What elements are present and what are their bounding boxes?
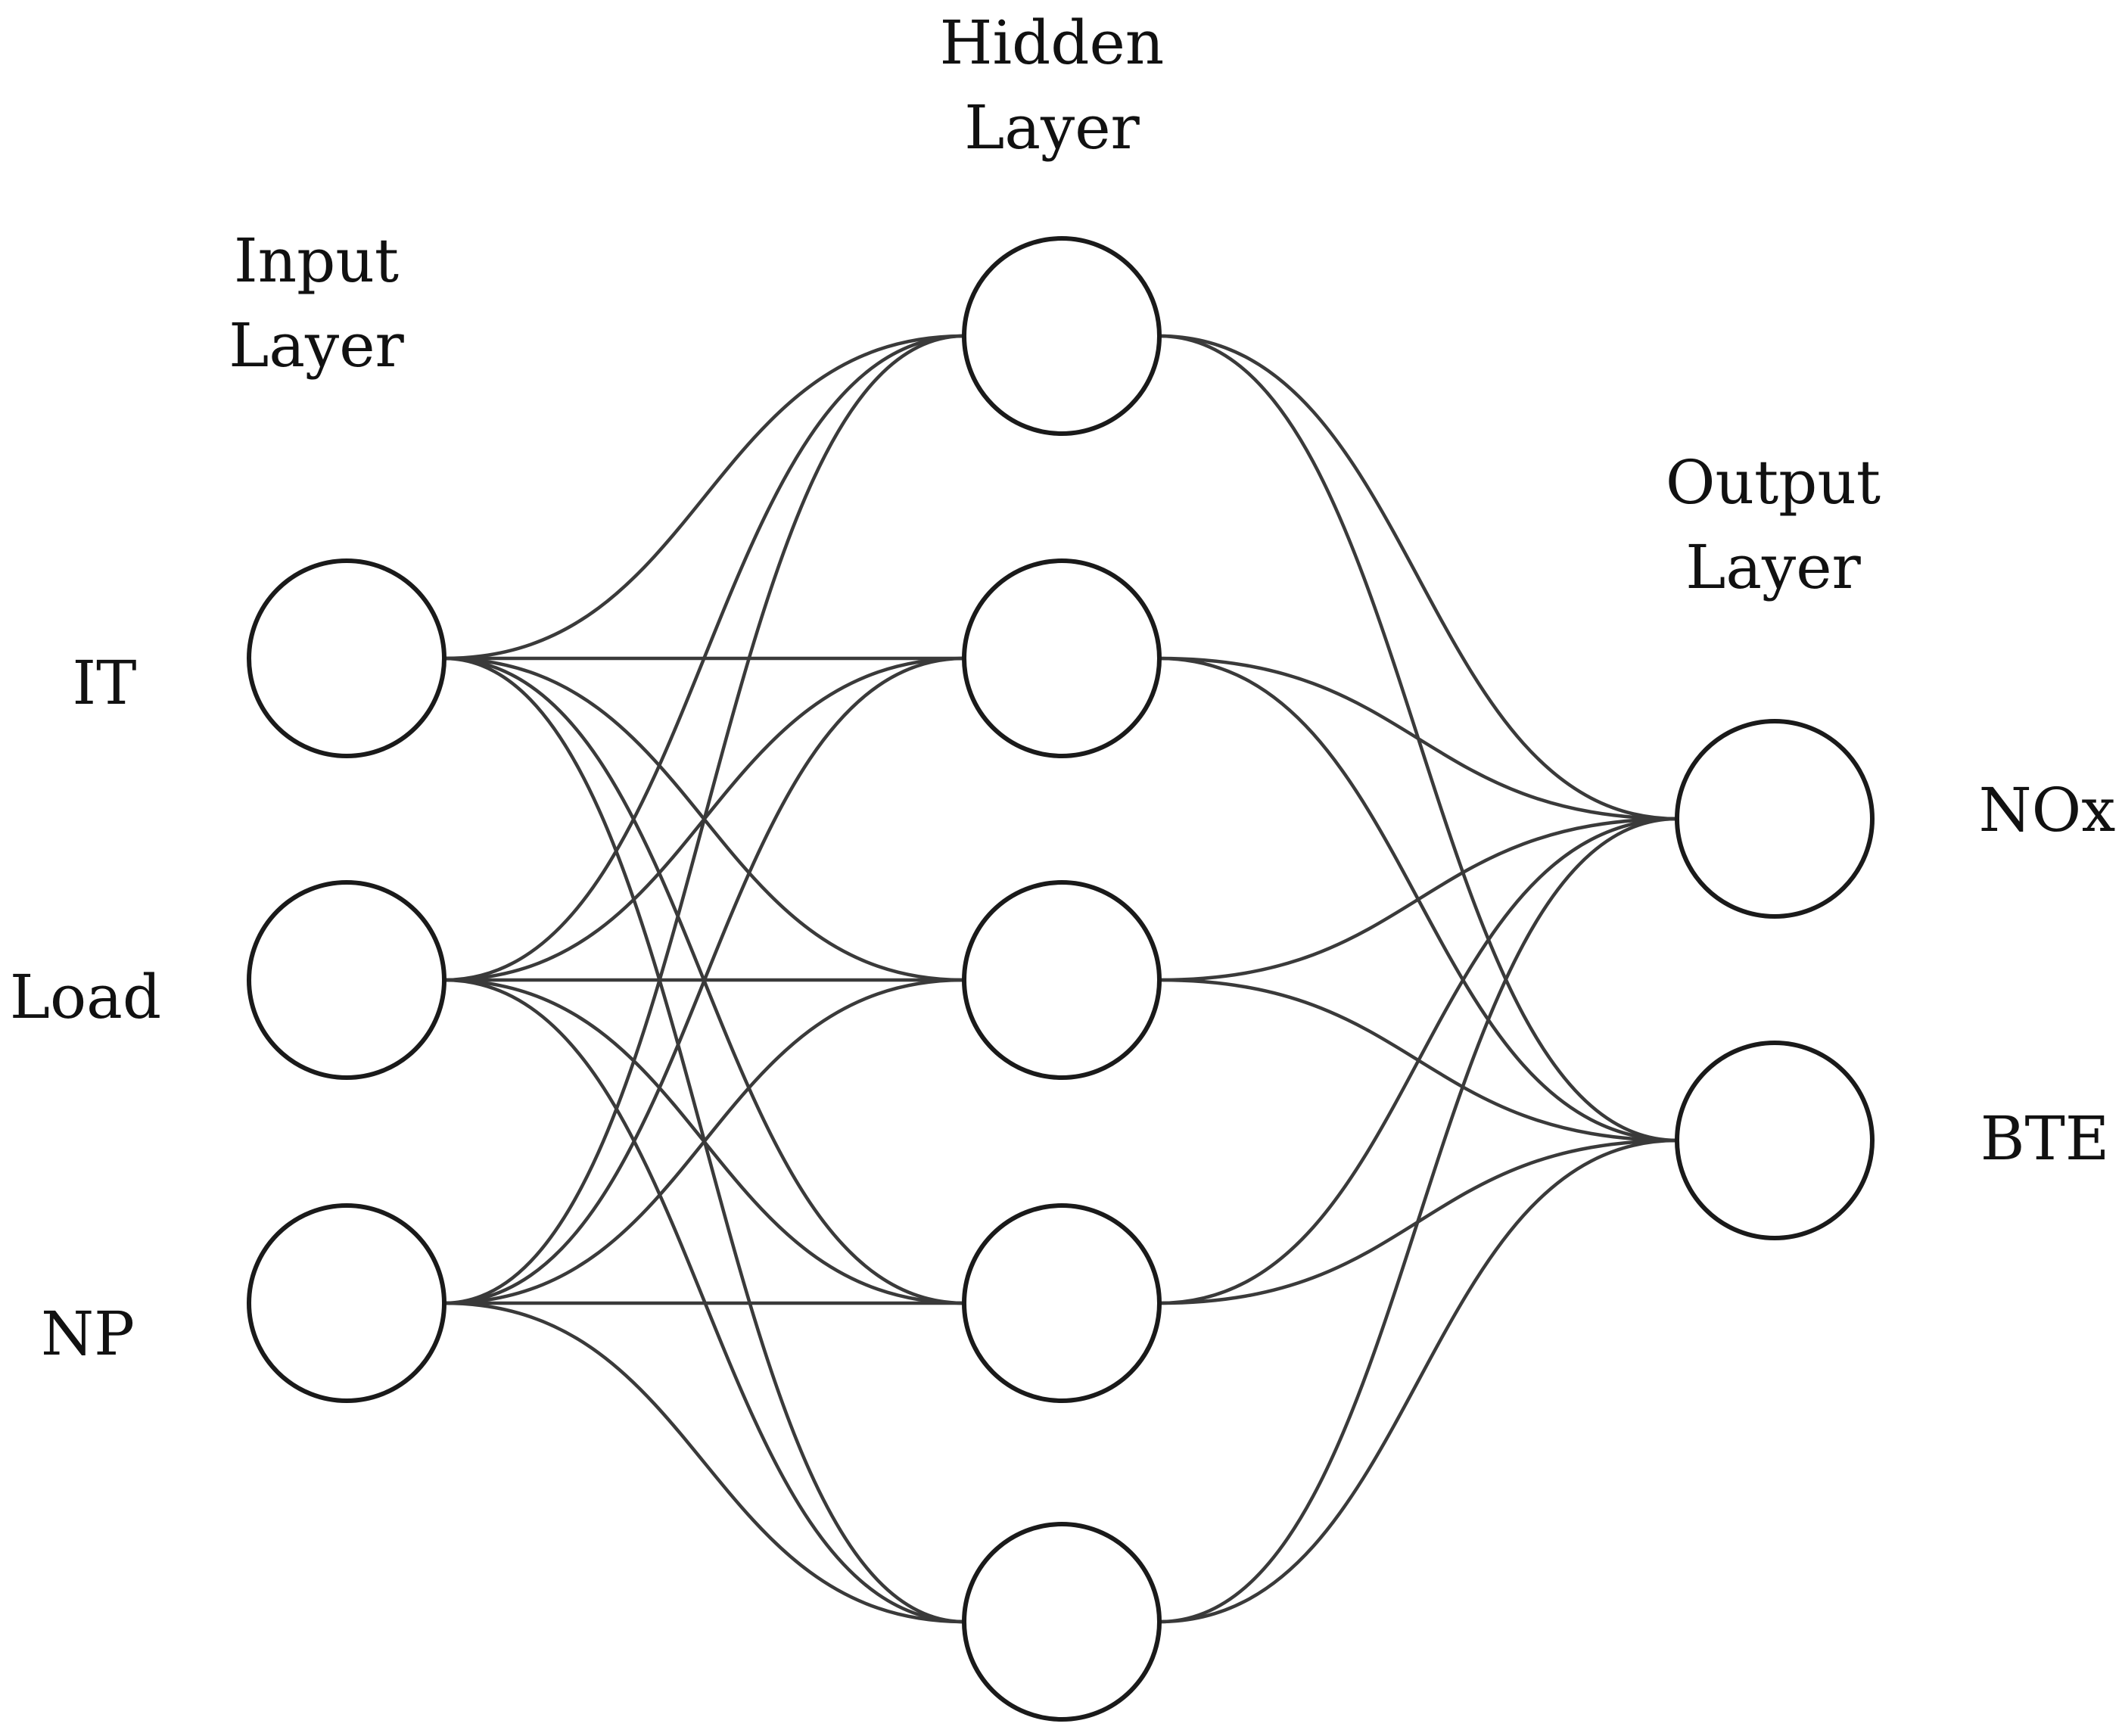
hidden-output-edge-5-1 <box>1159 817 1678 1624</box>
hidden-node-5 <box>962 1522 1162 1722</box>
output-label-bte: BTE <box>1980 1103 2110 1174</box>
hidden-node-2 <box>962 558 1162 758</box>
input-label-load: Load <box>10 962 161 1032</box>
input-hidden-edge-3-2 <box>443 656 965 1305</box>
hidden-layer-title-line2: Layer <box>964 92 1140 163</box>
output-node-bte <box>1675 1041 1875 1240</box>
hidden-node-3 <box>962 880 1162 1080</box>
input-hidden-edge-3-5 <box>443 1301 965 1624</box>
labels: Input Layer Hidden Layer Output Layer IT… <box>10 8 2115 1369</box>
nodes <box>247 236 1875 1722</box>
input-hidden-edge-1-1 <box>443 334 965 661</box>
input-hidden-edge-3-1 <box>443 334 965 1305</box>
input-layer-title-line2: Layer <box>229 310 404 381</box>
input-hidden-edge-3-3 <box>443 978 965 1305</box>
hidden-node-4 <box>962 1203 1162 1403</box>
output-label-nox: NOx <box>1979 775 2116 845</box>
input-node-it <box>247 558 446 758</box>
hidden-node-1 <box>962 236 1162 436</box>
connections <box>443 334 1678 1624</box>
output-node-nox <box>1675 719 1875 919</box>
hidden-output-edge-3-1 <box>1159 817 1678 982</box>
input-label-it: IT <box>73 648 137 718</box>
hidden-output-edge-4-1 <box>1159 817 1678 1305</box>
hidden-output-edge-1-1 <box>1159 334 1678 821</box>
input-label-np: NP <box>41 1299 135 1369</box>
input-node-np <box>247 1203 446 1403</box>
hidden-layer-title-line1: Hidden <box>940 8 1165 78</box>
input-layer-title-line1: Input <box>234 226 399 296</box>
output-layer-title-line1: Output <box>1666 447 1881 518</box>
hidden-output-edge-2-1 <box>1159 656 1678 821</box>
input-hidden-edge-2-1 <box>443 334 965 982</box>
output-layer-title-line2: Layer <box>1685 532 1861 602</box>
hidden-output-edge-5-2 <box>1159 1138 1678 1624</box>
input-node-load <box>247 880 446 1080</box>
input-hidden-edge-2-5 <box>443 978 965 1624</box>
